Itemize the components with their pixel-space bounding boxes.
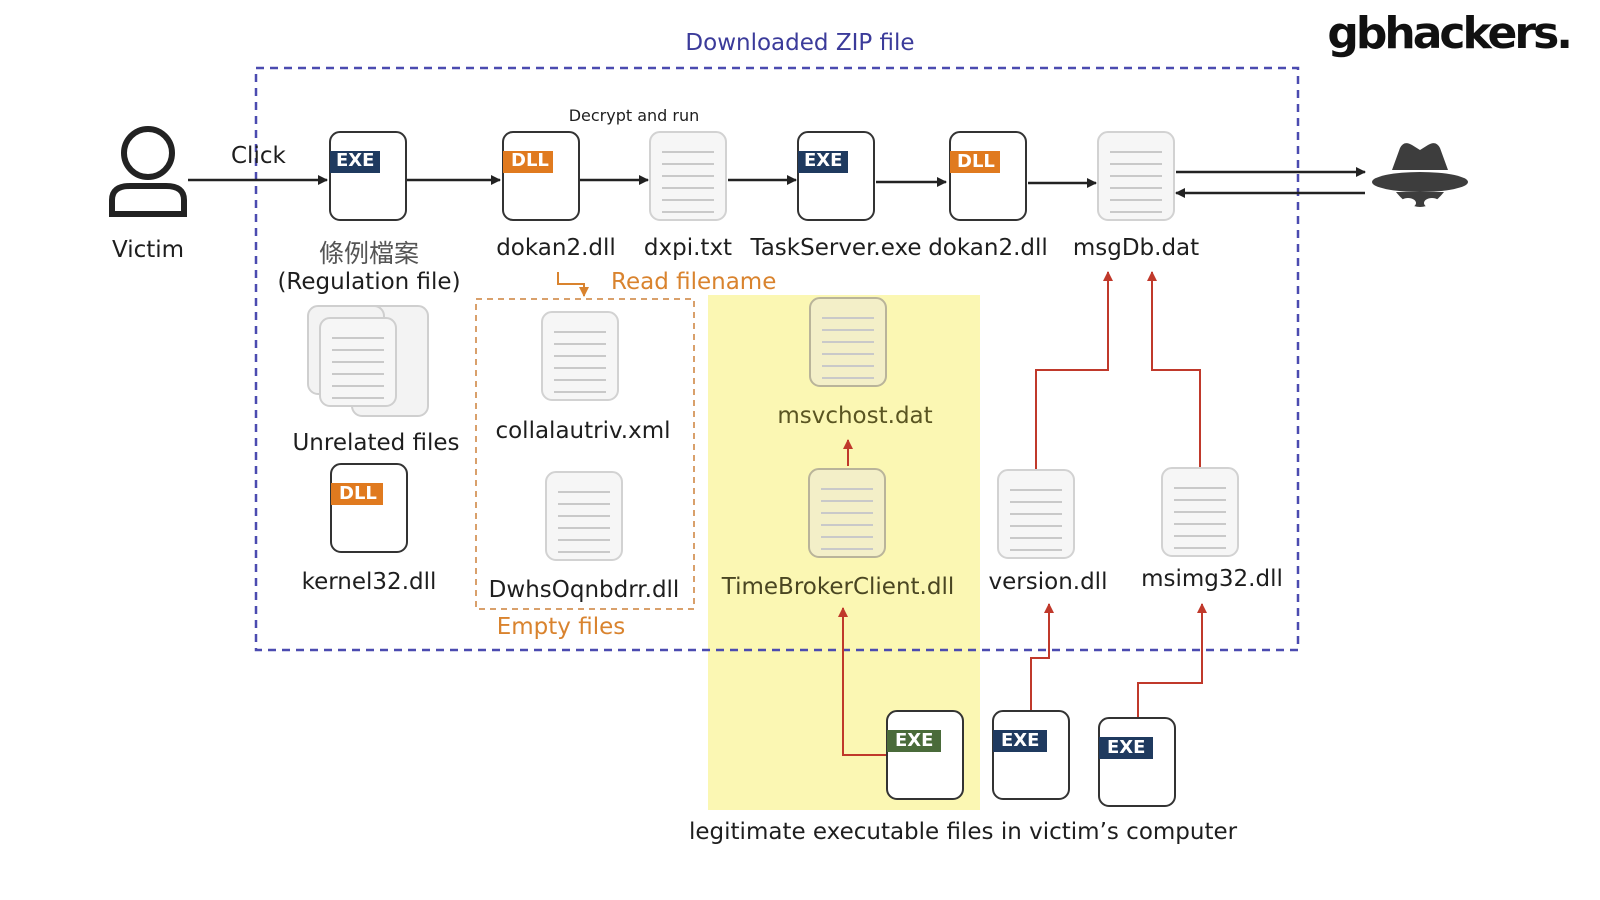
label-collalautriv: collalautriv.xml [495, 418, 671, 444]
empty-files-label: Empty files [496, 614, 626, 640]
badge-exe-taskserver: EXE [804, 150, 843, 171]
decrypt-label: Decrypt and run [568, 106, 700, 125]
main-flow-arrows [188, 167, 1366, 198]
label-timebroker: TimeBrokerClient.dll [721, 574, 955, 600]
label-taskserver: TaskServer.exe [750, 235, 922, 261]
file-icon-version [997, 469, 1075, 559]
badge-exe-regulation: EXE [336, 150, 375, 171]
file-icon-dxpi [649, 131, 727, 221]
badge-dll-dokan2-b: DLL [957, 151, 995, 172]
read-filename-arrow [557, 272, 589, 297]
file-icon-dwhs [545, 471, 623, 561]
file-icon-msvchost [809, 297, 887, 387]
file-icon-taskserver [797, 131, 875, 221]
file-icon-exe-legit-2 [992, 710, 1070, 800]
label-kernel32: kernel32.dll [301, 569, 437, 595]
file-icon-dokan2-b [949, 131, 1027, 221]
label-regulation: 條例檔案 [318, 239, 420, 268]
file-icon-msgdb [1097, 131, 1175, 221]
label-regulation-sub: (Regulation file) [277, 269, 461, 295]
sideload-arrows [838, 271, 1207, 756]
badge-exe-legit-3: EXE [1107, 737, 1146, 758]
click-label: Click [231, 143, 286, 169]
victim-icon [109, 126, 187, 217]
file-icon-regulation [329, 131, 407, 221]
badge-exe-legit-1: EXE [895, 730, 934, 751]
file-icon-msimg32 [1161, 467, 1239, 557]
label-msvchost: msvchost.dat [777, 403, 933, 429]
zip-boundary [254, 66, 1300, 652]
file-icon-unrelated [307, 305, 429, 417]
footer-label: legitimate executable files in victim’s … [689, 819, 1238, 845]
file-icon-dokan2-a [502, 131, 580, 221]
brand-logo: gbhackers. [1327, 8, 1573, 59]
label-version: version.dll [988, 569, 1108, 595]
label-msimg32: msimg32.dll [1141, 566, 1283, 592]
label-dokan2-b: dokan2.dll [928, 235, 1048, 261]
file-icon-exe-legit-3 [1098, 717, 1176, 807]
label-msgdb: msgDb.dat [1072, 235, 1200, 261]
read-filename-label: Read filename [611, 269, 777, 295]
zip-title: Downloaded ZIP file [685, 30, 915, 56]
file-icon-kernel32 [330, 463, 408, 553]
label-dxpi: dxpi.txt [643, 235, 733, 261]
badge-exe-legit-2: EXE [1001, 730, 1040, 751]
victim-label: Victim [111, 237, 185, 263]
badge-dll-dokan2-a: DLL [511, 150, 549, 171]
file-icon-exe-legit-1 [886, 710, 964, 800]
label-unrelated: Unrelated files [292, 430, 460, 456]
label-dokan2-a: dokan2.dll [496, 235, 616, 261]
label-dwhs: DwhsOqnbdrr.dll [488, 577, 680, 603]
badge-dll-kernel32: DLL [339, 483, 377, 504]
file-icon-timebroker [808, 468, 886, 558]
file-icon-collalautriv [541, 311, 619, 401]
hacker-icon [1372, 143, 1468, 208]
